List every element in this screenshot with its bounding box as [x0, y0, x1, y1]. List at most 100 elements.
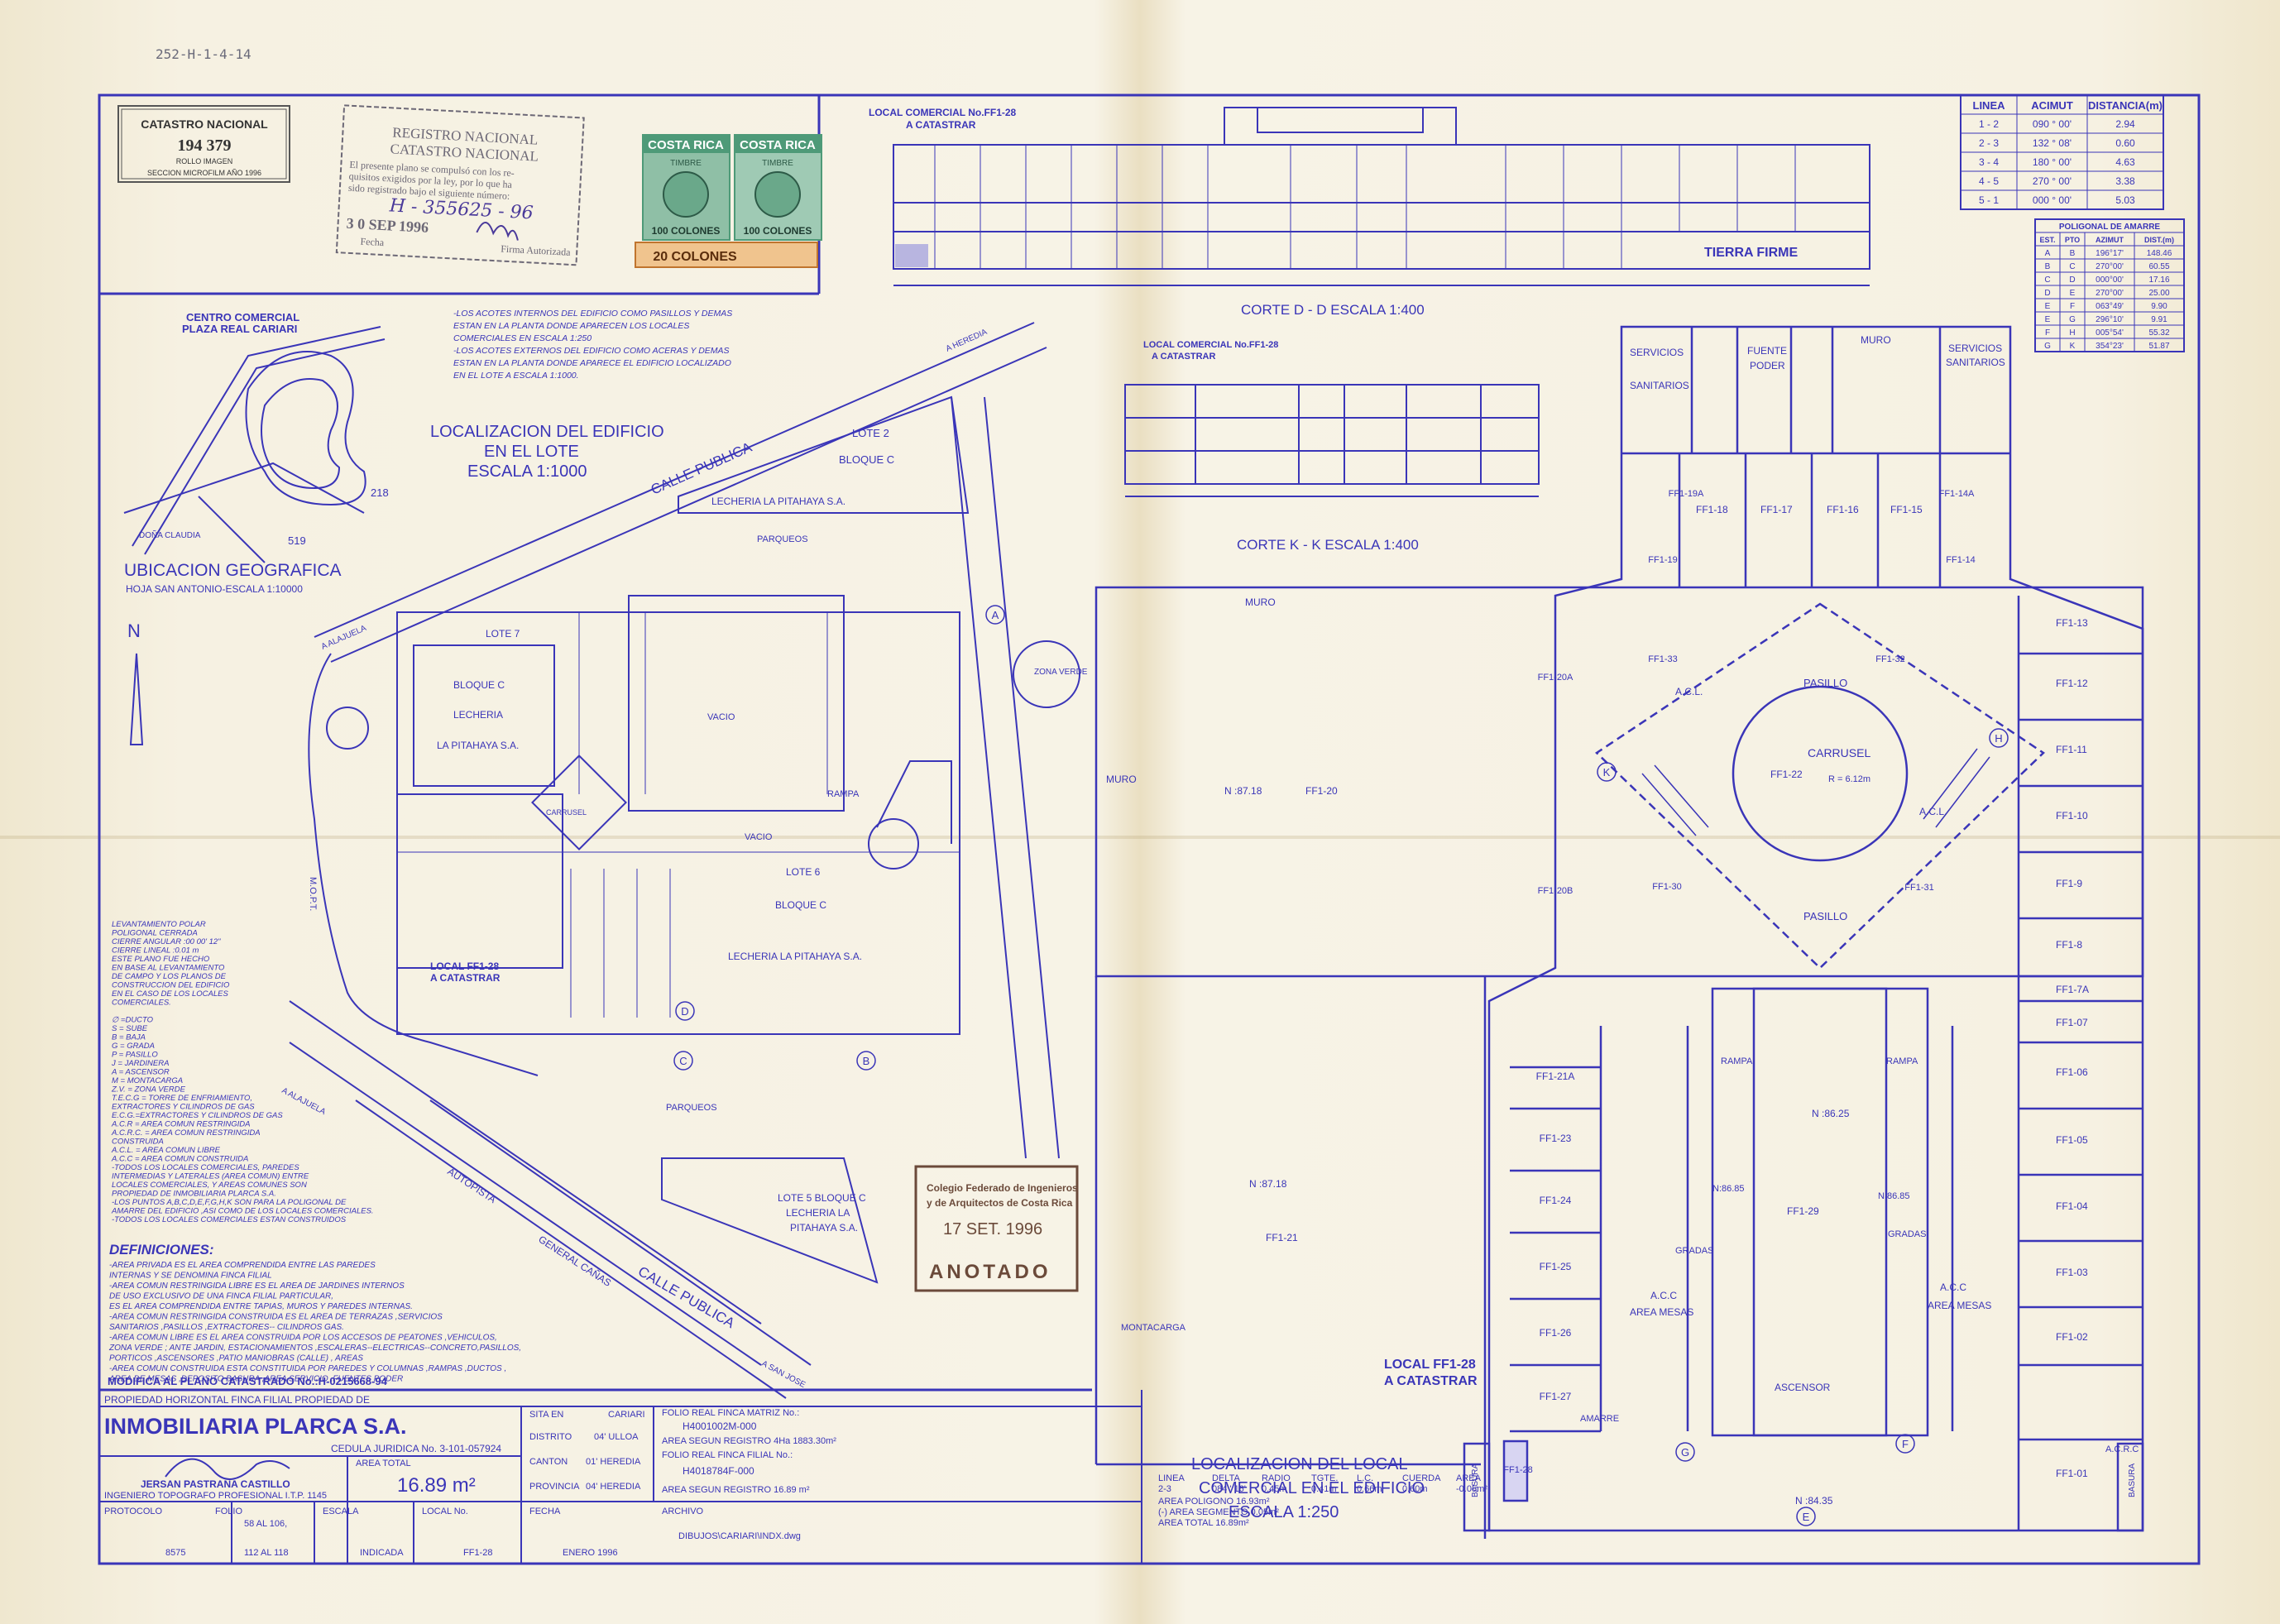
fp-right-unit: FF1-12	[2056, 678, 2088, 689]
tb-provincia: PROVINCIA	[529, 1482, 580, 1492]
poligonal-cell: D	[2069, 275, 2075, 285]
tb-canton: CANTON	[529, 1457, 568, 1467]
catastro-line1: ROLLO IMAGEN	[176, 157, 233, 165]
fp-acl-1: A.C.L.	[1675, 686, 1703, 697]
curve-header: L.C.	[1357, 1473, 1373, 1483]
site-plan-title1: LOCALIZACION DEL EDIFICIO	[430, 423, 664, 441]
heredia-label: A HEREDIA	[945, 328, 989, 354]
poligonal-title: POLIGONAL DE AMARRE	[2059, 223, 2161, 232]
fp-title1: LOCALIZACION DEL LOCAL	[1191, 1455, 1408, 1473]
fp-right-unit: FF1-9	[2056, 878, 2082, 889]
linea-cell: 090 ° 00'	[2033, 118, 2072, 130]
poligonal-cell: 196°17'	[2096, 249, 2124, 258]
fp-rampa-1: RAMPA	[1721, 1056, 1753, 1066]
fold-line	[0, 836, 2280, 839]
curve-header: RADIO	[1262, 1473, 1291, 1483]
tb-area-total: 16.89 m²	[397, 1474, 476, 1497]
survey-point-marker	[673, 1051, 693, 1071]
tb-sita-val: CARIARI	[608, 1410, 645, 1420]
fp-corner-unit: FF1-28	[1503, 1465, 1532, 1475]
survey-point-label: F	[1902, 1438, 1909, 1450]
colegio-line1: Colegio Federado de Ingenieros	[927, 1182, 1078, 1194]
fp-area-mesas-1: AREA MESAS	[1630, 1306, 1693, 1318]
curve-cell: 0.66m	[1357, 1484, 1382, 1494]
fp-right-unit: FF1-05	[2056, 1134, 2088, 1146]
fp-top-unit: FF1-18	[1696, 504, 1728, 515]
legend-note-line: CIERRE ANGULAR :00 00' 12"	[112, 937, 221, 946]
corte-dd-header2: A CATASTRAR	[906, 119, 976, 131]
fp-muro-2: MURO	[1106, 774, 1137, 785]
fp-corner-unit: FF1-32	[1875, 654, 1904, 664]
poligonal-cell: G	[2044, 342, 2051, 351]
curve-cell: 0.60m	[1402, 1484, 1428, 1494]
tb-local-val: FF1-28	[463, 1548, 492, 1558]
lecheria-left: LECHERIA	[453, 709, 503, 721]
vacio-label-2: VACIO	[745, 832, 773, 842]
parqueos-label-1: PARQUEOS	[757, 534, 808, 544]
poligonal-cell: K	[2070, 342, 2076, 351]
fp-muro-1: MURO	[1245, 596, 1276, 608]
fp-left-unit: FF1-23	[1540, 1133, 1572, 1144]
fp-sanitarios-2: SANITARIOS	[1946, 357, 2005, 368]
corte-dd-title: CORTE D - D ESCALA 1:400	[1241, 302, 1425, 318]
fp-right-unit: FF1-10	[2056, 810, 2088, 822]
definicion-line: -AREA COMUN RESTRINGIDA LIBRE ES EL AREA…	[109, 1281, 405, 1291]
top-note-line: COMERCIALES EN ESCALA 1:250	[453, 333, 592, 343]
poligonal-cell: 000°00'	[2096, 275, 2124, 285]
fp-ff122: FF1-22	[1770, 769, 1803, 780]
fp-acc-1: A.C.C	[1650, 1290, 1677, 1301]
fp-acrc: A.C.R.C	[2105, 1444, 2139, 1454]
north-arrow-icon	[129, 653, 144, 745]
linea-cell: 3 - 4	[1979, 156, 1999, 168]
fp-radius: R = 6.12m	[1828, 774, 1870, 784]
lote6-label: LOTE 6	[786, 866, 821, 878]
poligonal-cell: F	[2045, 328, 2050, 338]
legend-note-line: LOCALES COMERCIALES, Y AREAS COMUNES SON	[112, 1181, 307, 1190]
lote5-label: LOTE 5 BLOQUE C	[778, 1192, 866, 1204]
fp-right-unit: FF1-7A	[2056, 984, 2089, 995]
survey-point-label: E	[1803, 1511, 1810, 1523]
tb-modifica: MODIFICA AL PLANO CATASTRADO No.:H-02156…	[108, 1375, 388, 1387]
survey-point-label: G	[1681, 1446, 1689, 1459]
curve-cell: 2-3	[1158, 1484, 1171, 1494]
poligonal-cell: G	[2069, 315, 2076, 324]
corte-kk-header2: A CATASTRAR	[1152, 352, 1215, 362]
tb-canton-val: 01' HEREDIA	[586, 1457, 641, 1467]
corte-kk-title: CORTE K - K ESCALA 1:400	[1237, 537, 1419, 553]
corte-kk-header1: LOCAL COMERCIAL No.FF1-28	[1143, 340, 1278, 350]
linea-header: ACIMUT	[2031, 99, 2073, 112]
survey-point-label: B	[863, 1055, 870, 1067]
colegio-date: 17 SET. 1996	[943, 1220, 1042, 1238]
linea-header: DISTANCIA(m)	[2088, 99, 2163, 112]
fp-pasillo-1: PASILLO	[1803, 677, 1847, 689]
fp-amarre: AMARRE	[1580, 1414, 1619, 1424]
registro-date: 3 0 SEP 1996	[346, 215, 429, 236]
poligonal-cell: C	[2044, 275, 2050, 285]
fp-title2: COMERCIAL EN EL EDIFICIO	[1199, 1479, 1425, 1497]
fp-right-unit: FF1-02	[2056, 1331, 2088, 1343]
fp-right-unit: FF1-07	[2056, 1017, 2088, 1028]
fp-basura-2: BASURA	[2128, 1464, 2137, 1497]
tb-propiedad: PROPIEDAD HORIZONTAL FINCA FILIAL PROPIE…	[104, 1394, 370, 1406]
poligonal-cell: E	[2045, 302, 2051, 311]
tb-area-registro: AREA SEGUN REGISTRO 4Ha 1883.30m²	[662, 1436, 836, 1446]
fp-acc-2: A.C.C	[1940, 1281, 1966, 1293]
map-label-519: 519	[288, 534, 306, 547]
north-label: N	[127, 620, 141, 641]
poligonal-cell: E	[2070, 289, 2076, 298]
mopt-label: M.O.P.T.	[308, 877, 318, 911]
lote5c-label: PITAHAYA S.A.	[790, 1222, 858, 1234]
poligonal-cell: 25.00	[2148, 289, 2169, 298]
fp-servicios-2: SERVICIOS	[1948, 343, 2002, 354]
curve-cell: 0.41m	[1311, 1484, 1337, 1494]
legend-note-line: M = MONTACARGA	[112, 1076, 183, 1085]
linea-cell: 132 ° 08'	[2033, 137, 2072, 149]
stamp2-country: COSTA RICA	[740, 138, 816, 152]
tb-distrito-val: 04' ULLOA	[594, 1432, 639, 1442]
location-map-caption2: HOJA SAN ANTONIO-ESCALA 1:10000	[126, 583, 303, 595]
curve-header: AREA	[1456, 1473, 1482, 1483]
legend-note-line: G = GRADA	[112, 1042, 155, 1051]
survey-point-marker	[985, 605, 1005, 625]
legend-note-line: Z.V. = ZONA VERDE	[111, 1085, 186, 1095]
